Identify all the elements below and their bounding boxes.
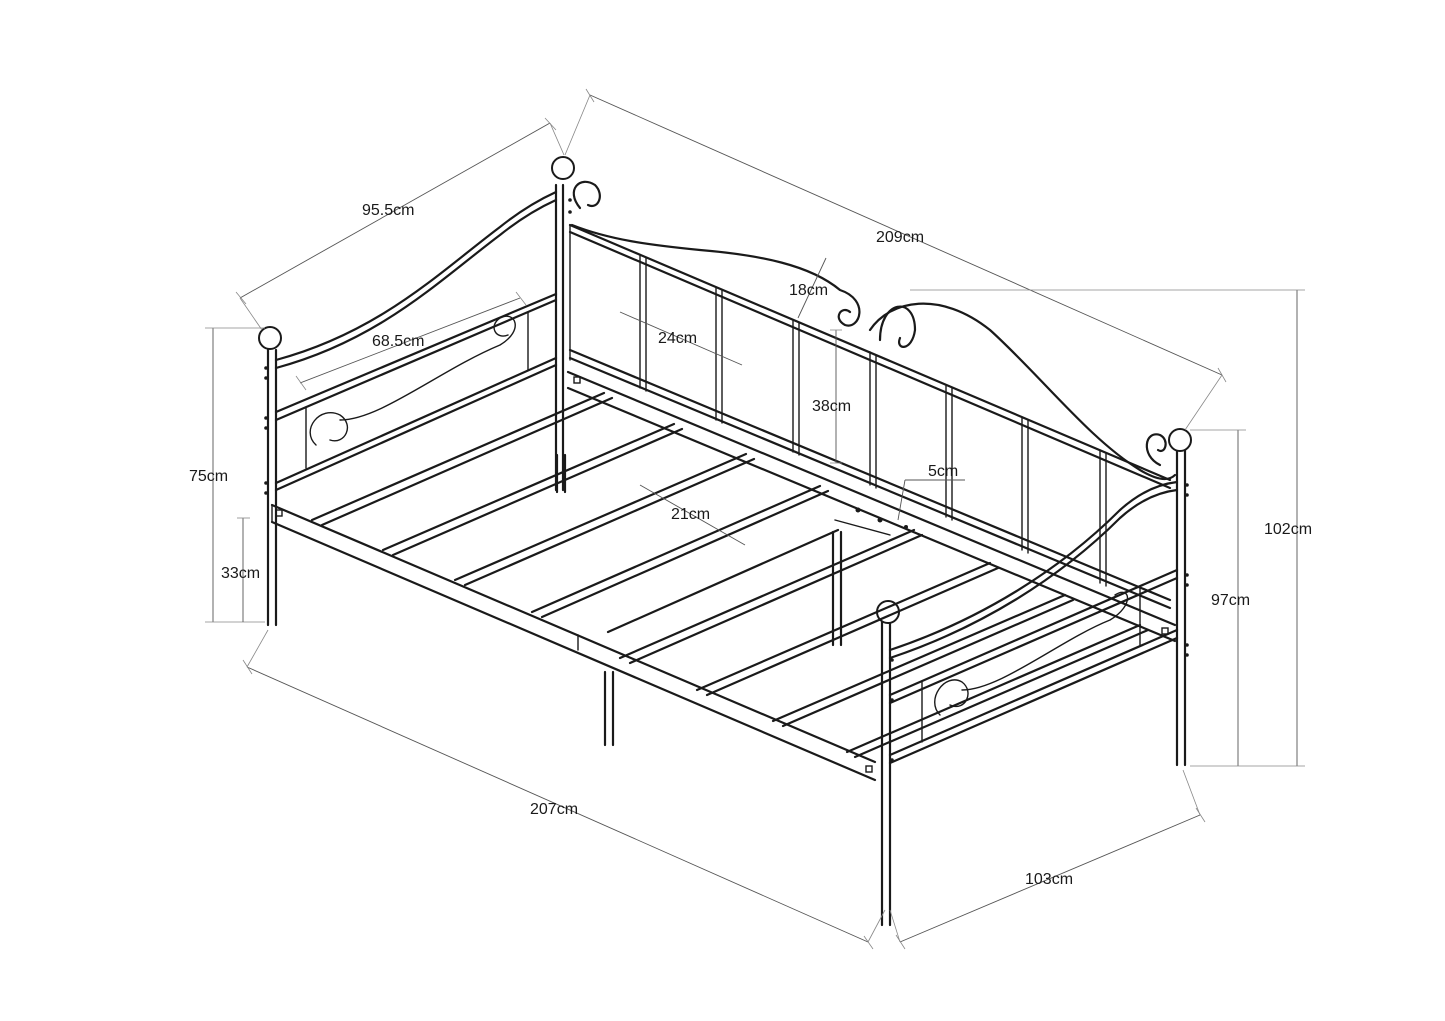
label-bed-width: 103cm — [1025, 871, 1073, 888]
daybed-frame — [258, 156, 1192, 927]
label-inner-depth: 68.5cm — [372, 333, 424, 350]
label-total-length: 209cm — [876, 229, 924, 246]
slats — [310, 391, 1150, 759]
label-side-height: 75cm — [189, 468, 228, 485]
label-leg-clearance: 33cm — [221, 565, 260, 582]
label-overall-height: 102cm — [1264, 521, 1312, 538]
left-back-knob — [551, 156, 575, 180]
left-headboard — [266, 183, 565, 627]
dimension-labels: 95.5cm 209cm 18cm 68.5cm 24cm 38cm 5cm 2… — [189, 202, 1312, 888]
right-headboard — [880, 438, 1187, 927]
left-front-knob — [258, 326, 282, 350]
label-headboard-depth: 95.5cm — [362, 202, 414, 219]
label-bed-length: 207cm — [530, 801, 578, 818]
bolt-dots — [264, 198, 1189, 762]
label-bar-spacing: 24cm — [658, 330, 697, 347]
dimension-lines — [205, 88, 1305, 950]
label-bracket-width: 5cm — [928, 463, 958, 480]
label-scroll-height: 18cm — [789, 282, 828, 299]
backrest — [568, 180, 1177, 610]
label-backrest-panel-height: 38cm — [812, 398, 851, 415]
right-back-knob — [1168, 428, 1192, 452]
label-front-leg-height: 97cm — [1211, 592, 1250, 609]
label-slat-spacing: 21cm — [671, 506, 710, 523]
center-legs — [555, 453, 843, 747]
